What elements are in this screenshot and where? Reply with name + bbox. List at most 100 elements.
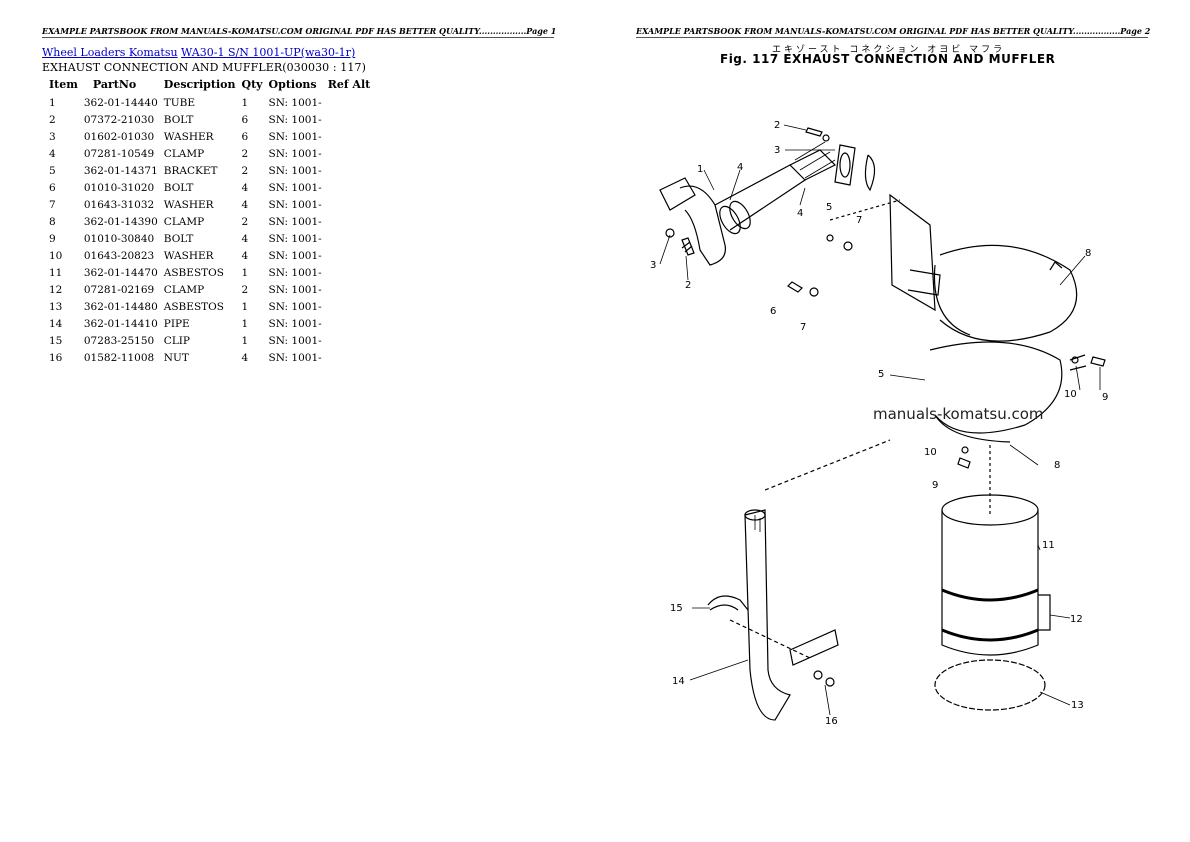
cell-qty: 2 (241, 215, 249, 228)
cell-partno: 01643-20823 (83, 249, 155, 262)
cell-description: TUBE (163, 96, 196, 109)
cell-ref-alt (325, 247, 374, 264)
bolts (665, 127, 830, 256)
cell-item: 11 (49, 266, 63, 279)
tube-part-1 (659, 141, 837, 266)
cell-item: 2 (49, 113, 56, 126)
cell-qty: 4 (241, 198, 249, 211)
parts-table: Item PartNo Description Qty Options Ref … (43, 77, 373, 366)
cell-options: SN: 1001- (268, 283, 322, 296)
cell-item: 16 (49, 351, 63, 364)
muffler-part-11 (941, 445, 1039, 656)
cell-ref-alt (325, 162, 374, 179)
cell-qty: 4 (241, 351, 249, 364)
col-header-qty: Qty (241, 77, 263, 91)
cell-ref-alt (325, 332, 374, 349)
figure-title: Fig. 117 EXHAUST CONNECTION AND MUFFLER (720, 52, 1056, 66)
breadcrumb-link-model[interactable]: WA30-1 S/N 1001-UP(wa30-1r) (181, 46, 356, 59)
clamp-band-lower (929, 341, 1087, 443)
cell-description: CLAMP (163, 283, 205, 296)
cell-description: BOLT (163, 181, 194, 194)
cell-partno: 07281-10549 (83, 147, 155, 160)
col-header-options: Options (268, 77, 317, 91)
cell-options: SN: 1001- (268, 266, 322, 279)
cell-options: SN: 1001- (268, 215, 322, 228)
clamp-part-12 (941, 588, 1051, 642)
cell-partno: 07283-25150 (83, 334, 155, 347)
cell-partno: 01602-01030 (83, 130, 155, 143)
callout-10: 10 (1064, 389, 1077, 400)
cell-partno: 07281-02169 (83, 283, 155, 296)
callout-8: 8 (1054, 460, 1060, 471)
bracket-part-5 (829, 193, 941, 312)
cell-ref-alt (325, 179, 374, 196)
cell-options: SN: 1001- (268, 300, 322, 313)
callout-13: 13 (1071, 700, 1084, 711)
callout-12: 12 (1070, 614, 1083, 625)
cell-description: CLAMP (163, 215, 205, 228)
cell-item: 12 (49, 283, 63, 296)
page2-header: EXAMPLE PARTSBOOK FROM MANUALS-KOMATSU.C… (636, 26, 1151, 38)
callout-2: 2 (685, 280, 691, 291)
clamp-part-4 (719, 200, 751, 235)
page1-header: EXAMPLE PARTSBOOK FROM MANUALS-KOMATSU.C… (42, 26, 557, 38)
cell-partno: 362-01-14371 (83, 164, 158, 177)
cell-options: SN: 1001- (268, 147, 322, 160)
cell-partno: 362-01-14410 (83, 317, 158, 330)
cell-description: CLAMP (163, 147, 205, 160)
cell-description: PIPE (163, 317, 190, 330)
cell-qty: 2 (241, 283, 249, 296)
callout-10: 10 (924, 447, 937, 458)
cell-description: BRACKET (163, 164, 218, 177)
cell-qty: 2 (241, 164, 249, 177)
cell-description: BOLT (163, 113, 194, 126)
cell-partno: 01582-11008 (83, 351, 155, 364)
asbestos-part-13 (934, 659, 1046, 711)
cell-item: 7 (49, 198, 56, 211)
cell-description: WASHER (163, 198, 214, 211)
cell-ref-alt (325, 145, 374, 162)
callout-8: 8 (1085, 248, 1091, 259)
cell-options: SN: 1001- (268, 198, 322, 211)
pipe-part-14 (744, 439, 891, 721)
breadcrumb-link-wheel-loaders[interactable]: Wheel Loaders Komatsu (42, 46, 178, 59)
cell-qty: 1 (241, 317, 249, 330)
cell-ref-alt (325, 264, 374, 281)
cell-description: NUT (163, 351, 189, 364)
callout-11: 11 (1042, 540, 1055, 551)
cell-partno: 362-01-14480 (83, 300, 158, 313)
cell-ref-alt (325, 94, 374, 111)
page-subtitle: EXHAUST CONNECTION AND MUFFLER(030030 : … (42, 61, 366, 74)
cell-description: ASBESTOS (163, 300, 224, 313)
cell-item: 4 (49, 147, 56, 160)
cell-partno: 362-01-14440 (83, 96, 158, 109)
cell-options: SN: 1001- (268, 130, 322, 143)
callout-14: 14 (672, 676, 685, 687)
cell-qty: 6 (241, 130, 249, 143)
callout-9: 9 (932, 480, 938, 491)
cell-qty: 6 (241, 113, 249, 126)
cell-description: WASHER (163, 249, 214, 262)
callout-1: 1 (697, 164, 703, 175)
cell-ref-alt (325, 213, 374, 230)
callout-3: 3 (774, 145, 780, 156)
cell-ref-alt (325, 128, 374, 145)
cell-ref-alt (325, 111, 374, 128)
callout-4: 4 (797, 208, 803, 219)
col-header-description: Description (163, 77, 236, 91)
callout-2: 2 (774, 120, 780, 131)
cell-item: 8 (49, 215, 56, 228)
cell-item: 9 (49, 232, 56, 245)
